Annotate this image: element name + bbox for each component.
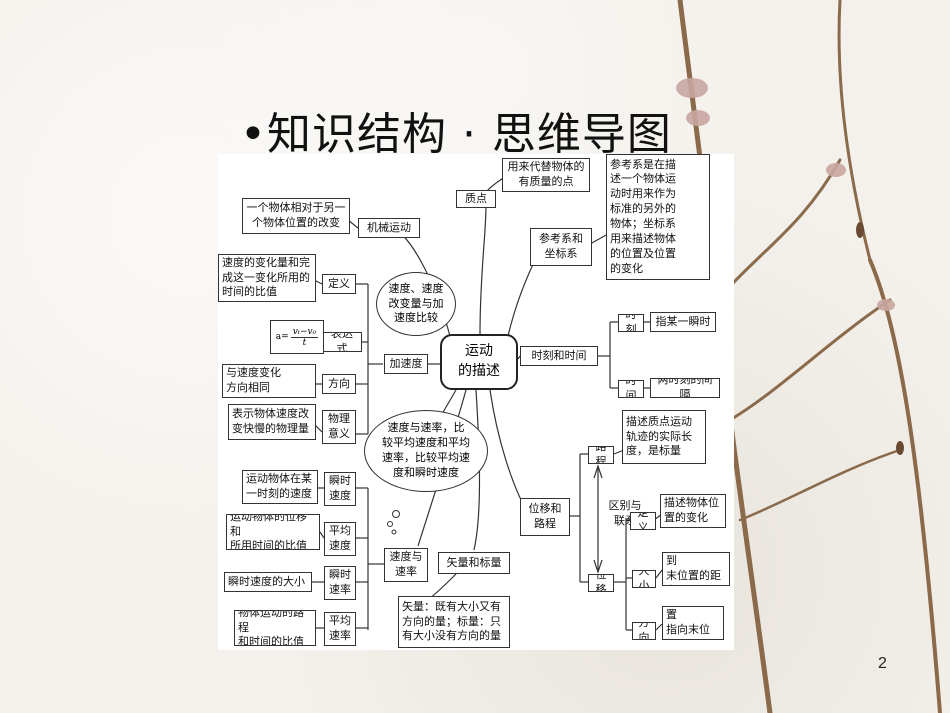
node-moment: 时刻 (618, 314, 644, 332)
node-vector-and-scalar: 矢量和标量 (438, 552, 510, 574)
node-time-and-moment: 时刻和时间 (520, 346, 598, 366)
node-average-speed-label: 平均 速率 (324, 612, 356, 646)
node-average-velocity-label: 平均 速度 (324, 522, 356, 556)
bubble-speed-velocity-comparison: 速度与速率，比 较平均速度和平均 速率，比较平均速 度和瞬时速度 (364, 410, 488, 492)
slide-title: •知识结构 · 思维导图 (240, 109, 672, 160)
decorative-branch-image (676, 0, 942, 713)
node-time-interval: 时间 (618, 380, 644, 398)
node-acceleration-direction: 与速度变化 方向相同 (222, 364, 316, 398)
node-acceleration-definition-label: 定义 (322, 274, 356, 294)
node-reference-frame-definition: 参考系是在描 述一个物体运 动时用来作为 标准的另外的 物体；坐标系 用来描述物… (606, 154, 710, 280)
node-acceleration: 加速度 (384, 354, 428, 374)
node-displacement-and-path: 位移和 路程 (520, 498, 570, 536)
node-zhidian-definition: 用来代替物体的 有质量的点 (502, 158, 590, 192)
node-displacement: 位移 (588, 574, 614, 592)
node-acceleration-definition: 速度的变化量和完 成这一变化所用的 时间的比值 (218, 254, 316, 302)
node-physical-meaning-label: 物理 意义 (322, 410, 356, 444)
node-path-length-definition: 描述质点运动 轨迹的实际长 度，是标量 (622, 410, 706, 464)
node-expression-label: 表达式 (322, 332, 362, 352)
node-average-velocity: 运动物体的位移和 所用时间的比值 (226, 514, 320, 550)
mind-map: 质点 用来代替物体的 有质量的点 参考系和 坐标系 参考系是在描 述一个物体运 … (218, 154, 734, 650)
node-mechanical-motion: 机械运动 (358, 218, 420, 238)
node-time-interval-definition: 两时刻的间隔 (650, 378, 720, 398)
node-vector-and-scalar-definition: 矢量：既有大小又有 方向的量；标量：只 有大小没有方向的量 (398, 596, 510, 648)
node-displacement-magnitude-label: 大小 (632, 570, 656, 588)
node-mechanical-motion-definition: 一个物体相对于另一 个物体位置的改变 (242, 198, 350, 234)
node-physical-meaning: 表示物体速度改 变快慢的物理量 (228, 404, 316, 440)
node-zhidian: 质点 (456, 190, 496, 208)
node-displacement-definition: 描述物体位 置的变化 (660, 494, 726, 528)
node-displacement-direction: 由初始位置 指向末位置 (662, 606, 724, 640)
node-instant-speed-label: 瞬时 速率 (324, 566, 356, 600)
node-velocity-and-speed: 速度与 速率 (384, 548, 428, 582)
node-displacement-direction-label: 方向 (632, 622, 656, 640)
node-reference-frame: 参考系和 坐标系 (530, 228, 592, 266)
node-instant-speed: 瞬时速度的大小 (224, 572, 312, 592)
node-instant-velocity: 运动物体在某 一时刻的速度 (242, 470, 318, 504)
node-instant-velocity-label: 瞬时 速度 (324, 472, 356, 506)
node-displacement-magnitude: 由初始位置到 末位置的距离 (662, 552, 730, 586)
node-average-speed: 物体运动的路程 和时间的比值 (234, 610, 316, 646)
bubble-velocity-acceleration-comparison: 速度、速度 改变量与加 速度比较 (376, 272, 456, 336)
node-path-length: 路程 (588, 446, 614, 464)
node-center-motion-description: 运动 的描述 (440, 334, 518, 390)
node-acceleration-direction-label: 方向 (322, 374, 356, 394)
node-displacement-definition-label: 定义 (630, 512, 656, 530)
page-number: 2 (878, 655, 887, 672)
node-moment-definition: 指某一瞬时 (650, 312, 716, 332)
